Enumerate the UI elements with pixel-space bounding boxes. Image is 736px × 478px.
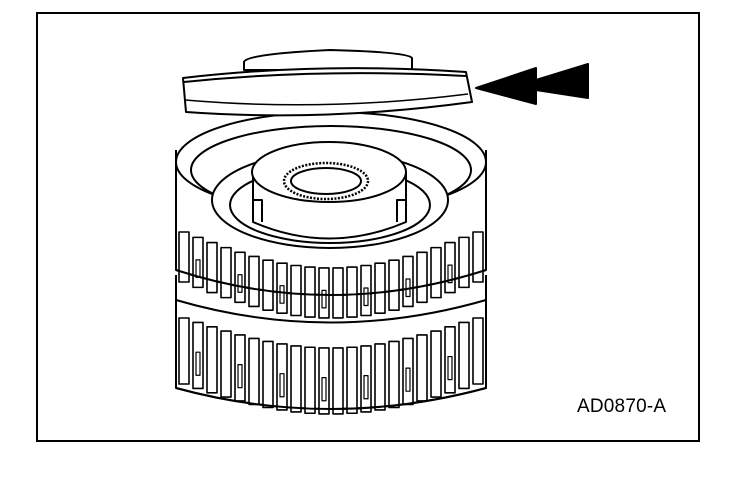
spline-tooth bbox=[220, 330, 232, 398]
lower-clutch-drum bbox=[175, 275, 487, 415]
spline-tooth bbox=[472, 317, 484, 385]
oil-slot bbox=[447, 355, 453, 381]
spline-tooth bbox=[374, 343, 386, 411]
spline-tooth bbox=[290, 264, 302, 317]
spline-tooth bbox=[178, 317, 190, 385]
spline-tooth bbox=[416, 334, 428, 402]
spline-tooth bbox=[346, 346, 358, 415]
spline-tooth bbox=[304, 346, 316, 415]
figure-code-label: AD0870-A bbox=[577, 396, 667, 417]
lower-drum-splines bbox=[178, 317, 484, 415]
spline-tooth bbox=[416, 251, 428, 304]
spline-tooth bbox=[332, 267, 344, 319]
spline-tooth bbox=[346, 266, 358, 318]
spline-tooth bbox=[472, 231, 484, 283]
oil-slot bbox=[237, 274, 243, 293]
upper-drum-splines bbox=[178, 231, 484, 319]
spline-tooth bbox=[290, 345, 302, 413]
spline-tooth bbox=[458, 236, 470, 289]
spline-tooth bbox=[388, 340, 400, 409]
arrow-left-icon bbox=[475, 63, 589, 105]
oil-slot bbox=[195, 259, 201, 278]
spline-tooth bbox=[332, 347, 344, 415]
spline-tooth bbox=[374, 262, 386, 314]
spline-tooth bbox=[206, 241, 218, 294]
oil-slot bbox=[321, 289, 327, 309]
center-hub bbox=[251, 141, 407, 240]
spline-tooth bbox=[248, 255, 260, 308]
spline-tooth bbox=[178, 231, 190, 283]
spline-tooth bbox=[248, 337, 260, 406]
spline-tooth bbox=[220, 246, 232, 299]
oil-slot bbox=[363, 287, 369, 307]
oil-slot bbox=[279, 285, 285, 304]
spline-tooth bbox=[262, 259, 274, 311]
spline-tooth bbox=[430, 246, 442, 299]
spline-tooth bbox=[262, 340, 274, 409]
spline-tooth bbox=[388, 259, 400, 311]
oil-slot bbox=[237, 363, 243, 389]
spline-tooth bbox=[430, 330, 442, 398]
oil-slot bbox=[321, 377, 327, 402]
spline-tooth bbox=[304, 266, 316, 318]
oil-slot bbox=[405, 367, 411, 392]
oil-slot bbox=[447, 264, 453, 284]
oil-slot bbox=[195, 351, 201, 376]
oil-slot bbox=[363, 375, 369, 400]
spline-tooth bbox=[206, 326, 218, 394]
oil-slot bbox=[279, 373, 285, 398]
spline-tooth bbox=[458, 321, 470, 390]
thrust-washer bbox=[182, 49, 473, 117]
